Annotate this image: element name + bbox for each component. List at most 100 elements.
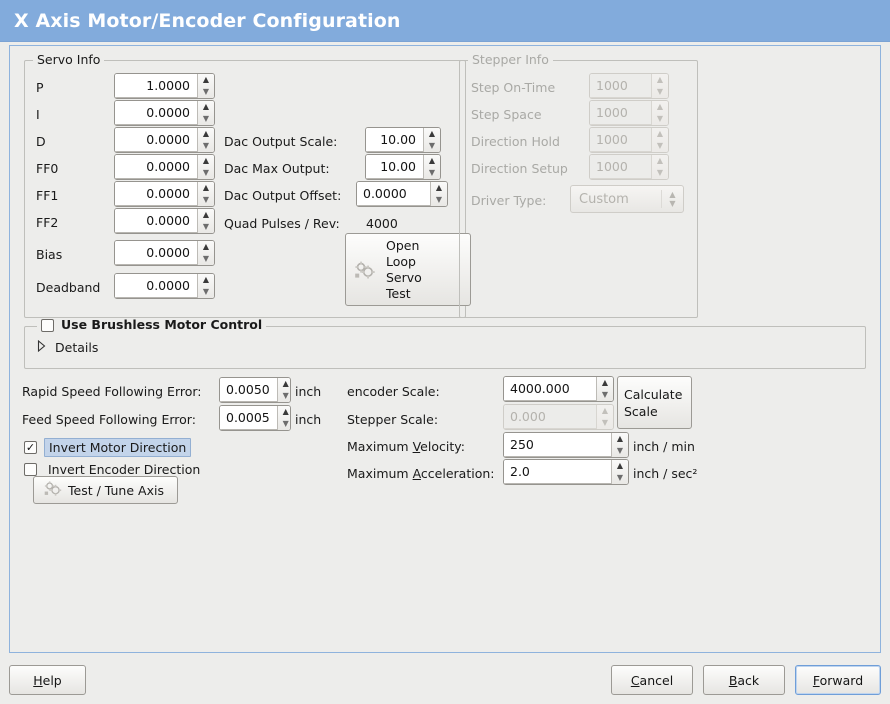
servo-ff1-spinner[interactable]: 0.0000 ▲▼ <box>114 181 215 207</box>
cancel-button[interactable]: Cancel <box>611 665 693 695</box>
max-acceleration-spinner[interactable]: 2.0 ▲▼ <box>503 459 629 485</box>
spin-down-icon[interactable]: ▼ <box>202 254 210 263</box>
feed-following-error-value[interactable]: 0.0005 <box>220 406 277 430</box>
servo-d-stepper[interactable]: ▲▼ <box>197 128 214 152</box>
max-acceleration-stepper[interactable]: ▲▼ <box>611 460 628 484</box>
spin-up-icon[interactable]: ▲ <box>202 102 210 111</box>
spin-up-icon[interactable]: ▲ <box>616 434 624 443</box>
spin-up-icon[interactable]: ▲ <box>202 75 210 84</box>
dac-output-offset-value[interactable]: 0.0000 <box>357 182 430 206</box>
spin-up-icon[interactable]: ▲ <box>202 156 210 165</box>
spin-up-icon[interactable]: ▲ <box>601 378 609 387</box>
servo-bias-spinner[interactable]: 0.0000 ▲▼ <box>114 240 215 266</box>
spin-up-icon[interactable]: ▲ <box>202 129 210 138</box>
back-button[interactable]: Back <box>703 665 785 695</box>
invert-motor-direction-checkbox[interactable]: ✓ <box>24 441 37 454</box>
spin-up-icon[interactable]: ▲ <box>202 275 210 284</box>
servo-d-value[interactable]: 0.0000 <box>115 128 197 152</box>
dac-max-output-value[interactable]: 10.00 <box>366 155 423 179</box>
forward-button[interactable]: Forward <box>795 665 881 695</box>
spin-down-icon[interactable]: ▼ <box>202 195 210 204</box>
encoder-scale-value[interactable]: 4000.000 <box>504 377 596 401</box>
dac-output-offset-spinner[interactable]: 0.0000 ▲▼ <box>356 181 448 207</box>
servo-ff0-stepper[interactable]: ▲▼ <box>197 155 214 179</box>
servo-ff0-spinner[interactable]: 0.0000 ▲▼ <box>114 154 215 180</box>
servo-deadband-value[interactable]: 0.0000 <box>115 274 197 298</box>
spin-down-icon[interactable]: ▼ <box>616 446 624 455</box>
feed-following-error-stepper[interactable]: ▲▼ <box>276 406 290 430</box>
dac-output-offset-stepper[interactable]: ▲▼ <box>430 182 447 206</box>
servo-bias-stepper[interactable]: ▲▼ <box>197 241 214 265</box>
spin-up-icon[interactable]: ▲ <box>435 183 443 192</box>
spin-down-icon[interactable]: ▼ <box>601 390 609 399</box>
use-brushless-checkbox[interactable] <box>41 318 54 332</box>
feed-following-error-spinner[interactable]: 0.0005 ▲▼ <box>219 405 291 431</box>
max-velocity-spinner[interactable]: 250 ▲▼ <box>503 432 629 458</box>
servo-ff1-stepper[interactable]: ▲▼ <box>197 182 214 206</box>
servo-p-value[interactable]: 1.0000 <box>115 74 197 98</box>
dac-output-scale-stepper[interactable]: ▲▼ <box>423 128 440 152</box>
help-button[interactable]: Help <box>9 665 86 695</box>
dac-output-scale-spinner[interactable]: 10.00 ▲▼ <box>365 127 441 153</box>
spin-up-icon[interactable]: ▲ <box>202 210 210 219</box>
spin-down-icon[interactable]: ▼ <box>202 141 210 150</box>
servo-p-spinner[interactable]: 1.0000 ▲▼ <box>114 73 215 99</box>
rapid-following-error-value[interactable]: 0.0050 <box>220 378 277 402</box>
max-velocity-label-post: elocity: <box>420 439 465 454</box>
spin-down-icon[interactable]: ▼ <box>282 391 289 400</box>
rapid-following-error-stepper[interactable]: ▲▼ <box>276 378 290 402</box>
dac-output-scale-value[interactable]: 10.00 <box>366 128 423 152</box>
servo-i-stepper[interactable]: ▲▼ <box>197 101 214 125</box>
invert-encoder-direction-checkbox[interactable] <box>24 463 37 476</box>
dac-max-output-spinner[interactable]: 10.00 ▲▼ <box>365 154 441 180</box>
spin-down-icon[interactable]: ▼ <box>428 168 436 177</box>
spin-down-icon[interactable]: ▼ <box>435 195 443 204</box>
dac-max-output-stepper[interactable]: ▲▼ <box>423 155 440 179</box>
spin-up-icon[interactable]: ▲ <box>282 379 289 388</box>
servo-d-spinner[interactable]: 0.0000 ▲▼ <box>114 127 215 153</box>
max-acceleration-value[interactable]: 2.0 <box>504 460 611 484</box>
servo-ff1-value[interactable]: 0.0000 <box>115 182 197 206</box>
calculate-scale-button[interactable]: Calculate Scale <box>617 376 692 429</box>
spin-up-icon[interactable]: ▲ <box>616 461 624 470</box>
encoder-scale-spinner[interactable]: 4000.000 ▲▼ <box>503 376 614 402</box>
spin-down-icon[interactable]: ▼ <box>202 287 210 296</box>
spin-down-icon[interactable]: ▼ <box>428 141 436 150</box>
servo-i-spinner[interactable]: 0.0000 ▲▼ <box>114 100 215 126</box>
spin-down-icon[interactable]: ▼ <box>202 87 210 96</box>
test-tune-axis-button[interactable]: Test / Tune Axis <box>33 476 178 504</box>
servo-bias-label: Bias <box>36 247 63 262</box>
spin-up-icon[interactable]: ▲ <box>428 156 436 165</box>
rapid-following-error-spinner[interactable]: 0.0050 ▲▼ <box>219 377 291 403</box>
servo-ff2-stepper[interactable]: ▲▼ <box>197 209 214 233</box>
invert-encoder-direction-row[interactable]: Invert Encoder Direction <box>24 461 204 478</box>
max-velocity-stepper[interactable]: ▲▼ <box>611 433 628 457</box>
servo-deadband-stepper[interactable]: ▲▼ <box>197 274 214 298</box>
spin-down-icon[interactable]: ▼ <box>202 114 210 123</box>
details-expander[interactable]: Details <box>37 339 98 355</box>
spin-down-icon[interactable]: ▼ <box>202 222 210 231</box>
open-loop-servo-test-button[interactable]: Open Loop Servo Test <box>345 233 471 306</box>
driver-type-select[interactable]: Custom ▲▼ <box>570 185 684 213</box>
spin-up-icon[interactable]: ▲ <box>202 183 210 192</box>
encoder-scale-stepper[interactable]: ▲▼ <box>596 377 613 401</box>
spin-down-icon[interactable]: ▼ <box>282 419 289 428</box>
spin-up-icon[interactable]: ▲ <box>202 242 210 251</box>
spin-down-icon[interactable]: ▼ <box>202 168 210 177</box>
spin-up-icon[interactable]: ▲ <box>282 407 289 416</box>
invert-motor-direction-row[interactable]: ✓ Invert Motor Direction <box>24 438 192 457</box>
direction-setup-value: 1000 <box>590 155 651 179</box>
open-loop-line-4: Test <box>386 285 411 301</box>
chevron-updown-icon[interactable]: ▲▼ <box>661 189 683 209</box>
spin-down-icon[interactable]: ▼ <box>616 473 624 482</box>
servo-ff2-spinner[interactable]: 0.0000 ▲▼ <box>114 208 215 234</box>
spin-up-icon[interactable]: ▲ <box>428 129 436 138</box>
servo-p-stepper[interactable]: ▲▼ <box>197 74 214 98</box>
servo-deadband-spinner[interactable]: 0.0000 ▲▼ <box>114 273 215 299</box>
chevron-right-icon[interactable] <box>37 339 46 355</box>
servo-ff2-value[interactable]: 0.0000 <box>115 209 197 233</box>
servo-i-value[interactable]: 0.0000 <box>115 101 197 125</box>
servo-bias-value[interactable]: 0.0000 <box>115 241 197 265</box>
servo-ff0-value[interactable]: 0.0000 <box>115 155 197 179</box>
max-velocity-value[interactable]: 250 <box>504 433 611 457</box>
